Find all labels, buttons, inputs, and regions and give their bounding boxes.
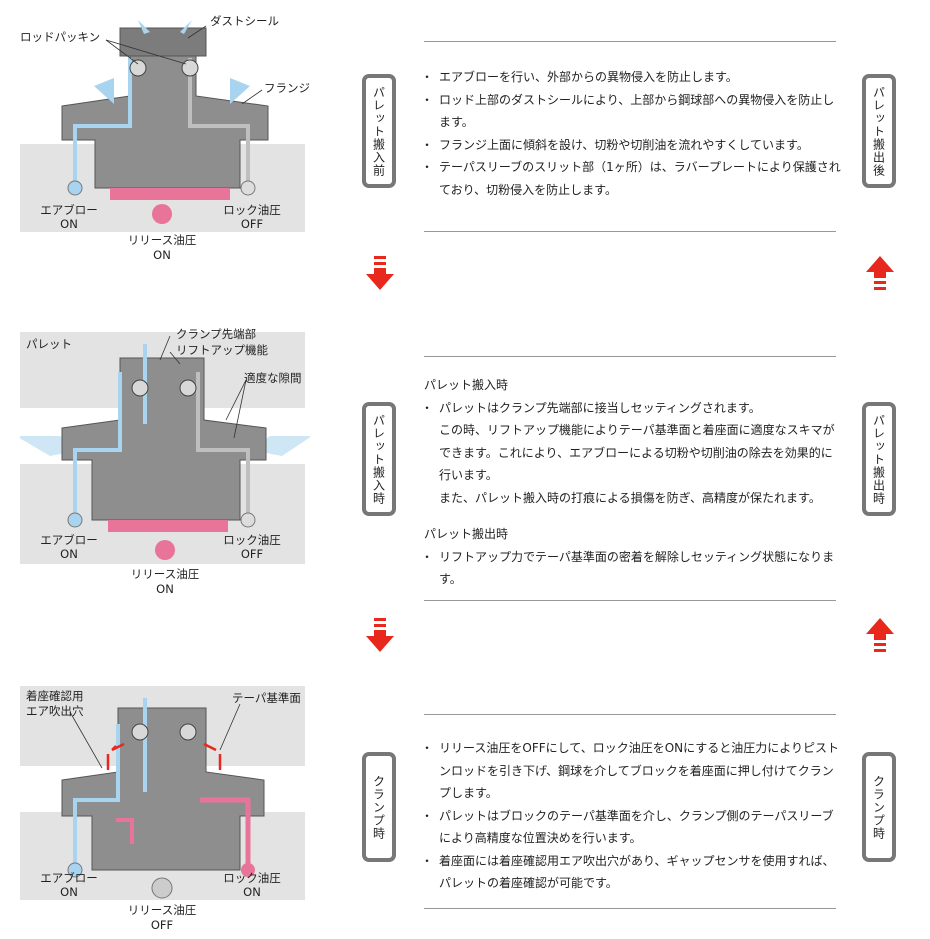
label-lock-state: OFF <box>241 217 263 231</box>
label-release: リリース油圧 <box>131 567 199 581</box>
label-air-blow: エアブロー <box>40 871 98 885</box>
divider <box>424 231 836 232</box>
label-release: リリース油圧 <box>128 233 196 247</box>
list-item: フランジ上面に傾斜を設け、切粉や切削油を流れやすくしています。 <box>421 134 844 157</box>
label-dust-seal: ダストシール <box>210 14 279 28</box>
label-air-blow: エアブロー <box>40 203 98 217</box>
tag-after-unloading: パレット搬出後 <box>862 74 896 188</box>
divider <box>424 600 836 601</box>
label-taper-ref: テーパ基準面 <box>232 691 301 705</box>
divider <box>424 41 836 42</box>
label-seat-check-2: エア吹出穴 <box>26 704 84 718</box>
section-heading: パレット搬出時 <box>424 527 509 541</box>
label-rod-packing: ロッドパッキン <box>20 30 100 44</box>
list-item: テーパスリーブのスリット部（1ヶ所）は、ラバープレートにより保護されており、切粉… <box>421 156 844 201</box>
label-air-state: ON <box>60 547 78 561</box>
arrow-up-icon <box>866 618 894 652</box>
label-release: リリース油圧 <box>128 903 196 917</box>
tag-clamping-left: クランプ時 <box>362 752 396 862</box>
list-item: また、パレット搬入時の打痕による損傷を防ぎ、高精度が保たれます。 <box>439 490 821 505</box>
list-item: この時、リフトアップ機能によりテーパ基準面と着座面に適度なスキマができます。これ… <box>439 423 835 482</box>
list-item: リフトアップ力でテーパ基準面の密着を解除しセッティング状態になります。 <box>421 546 844 591</box>
label-lock-state: ON <box>243 885 261 899</box>
divider <box>424 714 836 715</box>
label-release-state: ON <box>153 248 171 262</box>
label-release-state: ON <box>156 582 174 596</box>
label-pallet: パレット <box>26 337 72 351</box>
label-air-blow: エアブロー <box>40 533 98 547</box>
tag-clamping-right: クランプ時 <box>862 752 896 862</box>
label-gap: 適度な隙間 <box>244 371 302 385</box>
list-item: パレットはクランプ先端部に接当しセッティングされます。 <box>421 397 844 420</box>
label-lift-up: リフトアップ機能 <box>176 343 268 357</box>
list-item: リリース油圧をOFFにして、ロック油圧をONにすると油圧力によりピストンロッドを… <box>421 737 844 805</box>
section-heading: パレット搬入時 <box>424 378 509 392</box>
arrow-up-icon <box>866 256 894 290</box>
label-flange-slope: フランジ傾斜面 <box>264 81 310 95</box>
label-lock: ロック油圧 <box>223 533 281 547</box>
label-lock: ロック油圧 <box>223 871 281 885</box>
label-lock-state: OFF <box>241 547 263 561</box>
list-item: 着座面には着座確認用エア吹出穴があり、ギャップセンサを使用すれば、パレットの着座… <box>421 850 844 895</box>
list-item: ロッド上部のダストシールにより、上部から鋼球部への異物侵入を防止します。 <box>421 89 844 134</box>
diagram-before-loading: ロッドパッキン ダストシール フランジ傾斜面 エアブロー ON ロック油圧 OF… <box>20 8 310 268</box>
list-item: パレットはブロックのテーパ基準面を介し、クランプ側のテーパスリーブにより高精度な… <box>421 805 844 850</box>
diagram-loading: パレット クランプ先端部 リフトアップ機能 適度な隙間 エアブロー ON ロック… <box>20 324 310 604</box>
divider <box>424 356 836 357</box>
label-seat-check-1: 着座確認用 <box>26 689 84 703</box>
description-loading: パレット搬入時 パレットはクランプ先端部に接当しセッティングされます。 この時、… <box>421 374 844 591</box>
tag-loading: パレット搬入時 <box>362 402 396 516</box>
diagram-clamped: 着座確認用 エア吹出穴 テーパ基準面 エアブロー ON ロック油圧 ON リリー… <box>20 684 310 936</box>
label-lock: ロック油圧 <box>223 203 281 217</box>
tag-unloading: パレット搬出時 <box>862 402 896 516</box>
label-air-state: ON <box>60 885 78 899</box>
arrow-down-icon <box>366 256 394 290</box>
label-air-state: ON <box>60 217 78 231</box>
list-item: エアブローを行い、外部からの異物侵入を防止します。 <box>421 66 844 89</box>
description-clamping: リリース油圧をOFFにして、ロック油圧をONにすると油圧力によりピストンロッドを… <box>421 737 844 895</box>
tag-before-loading: パレット搬入前 <box>362 74 396 188</box>
divider <box>424 908 836 909</box>
description-before-loading: エアブローを行い、外部からの異物侵入を防止します。 ロッド上部のダストシールによ… <box>421 66 844 201</box>
arrow-down-icon <box>366 618 394 652</box>
label-release-state: OFF <box>151 918 173 932</box>
label-clamp-tip: クランプ先端部 <box>176 327 256 341</box>
